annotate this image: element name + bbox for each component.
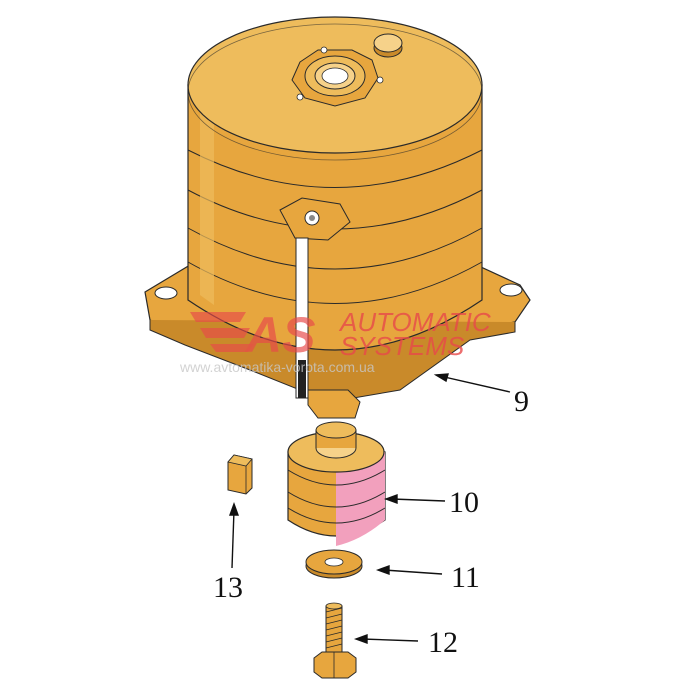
- leader-lines: [229, 373, 511, 644]
- watermark: AS AUTOMATIC SYSTEMS www.avtomatika-voro…: [179, 307, 491, 375]
- front-bracket: [279, 197, 361, 419]
- top-plug: [373, 33, 403, 58]
- flange-hole-left: [154, 286, 178, 300]
- callout-12: 12: [428, 626, 458, 659]
- callout-numbers: 9 10 11 12 13: [213, 385, 529, 659]
- pulley-part-10: [287, 421, 386, 546]
- key-part-13: [227, 454, 253, 495]
- watermark-line1: AUTOMATIC: [338, 307, 491, 337]
- flange-hole-right: [499, 283, 523, 297]
- leader-12: [361, 638, 419, 642]
- leader-9: [439, 375, 511, 393]
- watermark-logo-letters: AS: [244, 307, 315, 363]
- leader-10: [391, 498, 446, 502]
- callout-9: 9: [514, 385, 529, 418]
- bolt-part-12: [313, 602, 357, 679]
- motor-housing: [144, 16, 531, 419]
- watermark-url: www.avtomatika-vorota.com.ua: [179, 359, 375, 375]
- watermark-logo: AS: [190, 307, 315, 363]
- leader-13: [231, 509, 235, 569]
- leader-11: [383, 569, 443, 575]
- watermark-line2: SYSTEMS: [340, 331, 465, 361]
- top-bearing-boss: [291, 46, 384, 107]
- callout-11: 11: [451, 561, 480, 594]
- washer-part-11: [305, 549, 363, 579]
- callout-10: 10: [449, 486, 479, 519]
- callout-13: 13: [213, 571, 243, 604]
